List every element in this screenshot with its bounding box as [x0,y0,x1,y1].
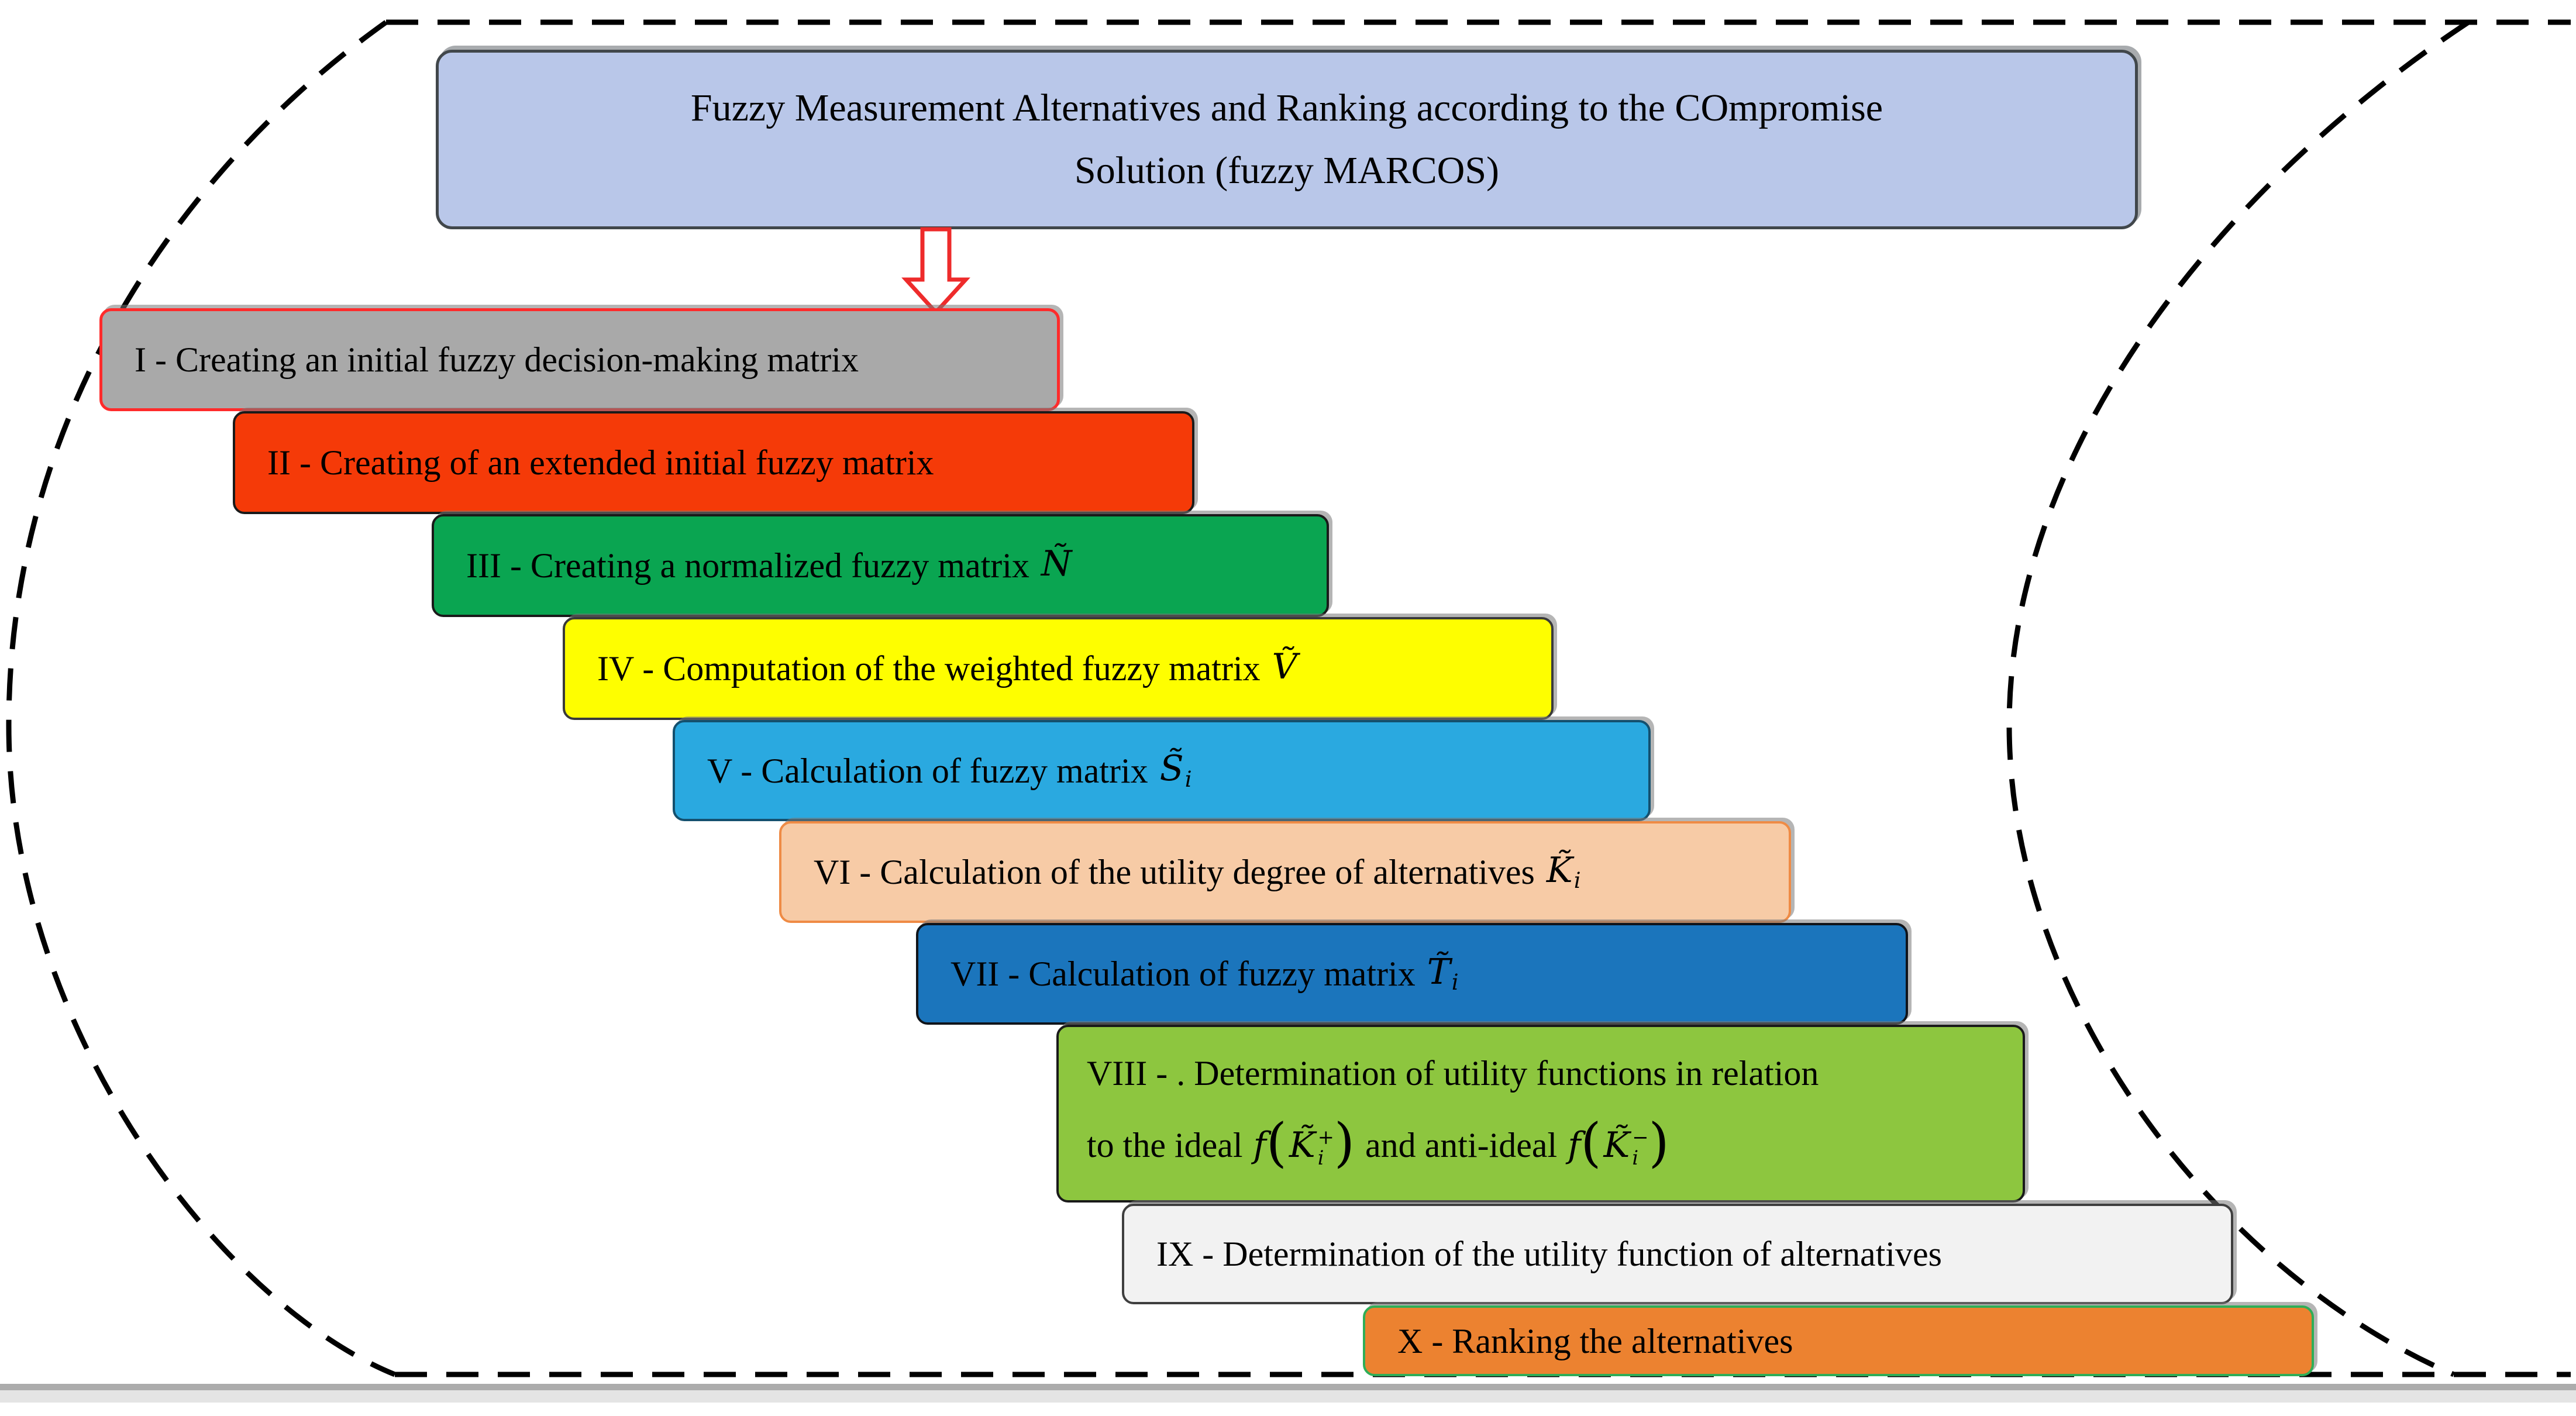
step-7-symbol: T̃i [1427,951,1459,995]
anti-ideal-utility-formula: f(K̃−i) [1568,1112,1669,1174]
step-box-10: X - Ranking the alternatives [1363,1305,2314,1376]
step-8-line1: VIII - . Determination of utility functi… [1087,1054,1819,1093]
step-3-label: III - Creating a normalized fuzzy matrix [466,546,1029,585]
step-9-label: IX - Determination of the utility functi… [1156,1235,1942,1273]
step-3-symbol: Ñ [1041,543,1072,584]
bottom-divider-band [0,1390,2576,1403]
title-line1: Fuzzy Measurement Alternatives and Ranki… [690,86,1883,129]
step-5-symbol: S̃i [1159,748,1192,792]
step-7-label: VII - Calculation of fuzzy matrix [950,955,1416,993]
title-line2: Solution (fuzzy MARCOS) [1075,149,1499,192]
step-box-6: VI - Calculation of the utility degree o… [779,821,1791,923]
step-box-3: III - Creating a normalized fuzzy matrix… [432,514,1329,617]
step-10-label: X - Ranking the alternatives [1397,1321,1793,1360]
step-6-label: VI - Calculation of the utility degree o… [814,853,1535,891]
bottom-divider-line [0,1384,2576,1390]
step-2-label: II - Creating of an extended initial fuz… [267,443,934,482]
step-8-line2: to the ideal f(K̃+i) and anti-ideal f(K̃… [1087,1112,1669,1174]
boundary-left-arc [6,20,396,1377]
step-6-symbol: K̃i [1546,849,1581,894]
step-box-4: IV - Computation of the weighted fuzzy m… [563,617,1554,720]
step-5-label: V - Calculation of fuzzy matrix [707,751,1148,790]
ideal-utility-formula: f(K̃+i) [1253,1112,1355,1174]
step-4-symbol: Ṽ [1272,646,1297,687]
step-1-label: I - Creating an initial fuzzy decision-m… [135,340,859,379]
step-4-label: IV - Computation of the weighted fuzzy m… [597,649,1261,688]
step-box-1: I - Creating an initial fuzzy decision-m… [99,308,1060,411]
title-box: Fuzzy Measurement Alternatives and Ranki… [436,50,2138,229]
step-box-5: V - Calculation of fuzzy matrix S̃i [673,720,1651,821]
step-box-9: IX - Determination of the utility functi… [1122,1204,2233,1304]
step-box-2: II - Creating of an extended initial fuz… [233,411,1194,514]
step-box-8: VIII - . Determination of utility functi… [1056,1025,2025,1203]
step-box-7: VII - Calculation of fuzzy matrix T̃i [916,923,1908,1025]
